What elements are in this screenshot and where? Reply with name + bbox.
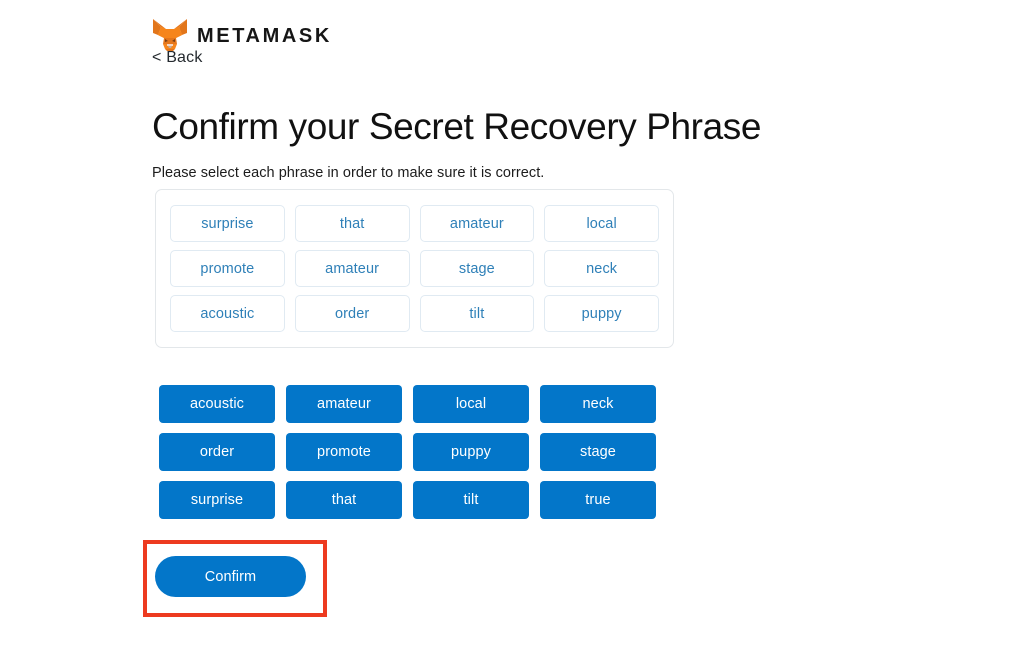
word-button[interactable]: acoustic xyxy=(159,385,275,423)
phrase-slot[interactable]: promote xyxy=(170,250,285,287)
confirm-button[interactable]: Confirm xyxy=(155,556,306,597)
back-link[interactable]: < Back xyxy=(152,49,203,66)
phrase-slot[interactable]: stage xyxy=(419,250,535,287)
phrase-slot[interactable]: surprise xyxy=(170,205,285,242)
phrase-slot[interactable]: that xyxy=(294,205,410,242)
word-button[interactable]: tilt xyxy=(413,481,529,519)
word-bank-grid: acoustic amateur local neck order promote pupp… xyxy=(159,385,656,519)
metamask-wordmark: METAMASK xyxy=(197,25,332,47)
phrase-slot[interactable]: order xyxy=(294,295,410,332)
word-button[interactable]: surprise xyxy=(159,481,275,519)
page-subtitle: Please select each phrase in order to ma… xyxy=(152,164,545,181)
word-button[interactable]: local xyxy=(413,385,529,423)
phrase-slot[interactable]: amateur xyxy=(294,250,410,287)
phrase-slot[interactable]: acoustic xyxy=(170,295,285,332)
word-button[interactable]: puppy xyxy=(413,433,529,471)
word-button[interactable]: true xyxy=(540,481,656,519)
word-button[interactable]: promote xyxy=(286,433,402,471)
phrase-slot[interactable]: amateur xyxy=(419,205,535,242)
word-button[interactable]: neck xyxy=(540,385,656,423)
phrase-slot[interactable]: neck xyxy=(544,250,659,287)
word-button[interactable]: amateur xyxy=(286,385,402,423)
word-button[interactable]: that xyxy=(286,481,402,519)
phrase-slot[interactable]: local xyxy=(544,205,659,242)
page-title: Confirm your Secret Recovery Phrase xyxy=(152,105,762,147)
word-button[interactable]: stage xyxy=(540,433,656,471)
brand-header: METAMASK xyxy=(152,18,332,52)
phrase-slot[interactable]: tilt xyxy=(419,295,535,332)
phrase-slot[interactable]: puppy xyxy=(544,295,659,332)
word-button[interactable]: order xyxy=(159,433,275,471)
metamask-fox-icon xyxy=(152,18,188,52)
